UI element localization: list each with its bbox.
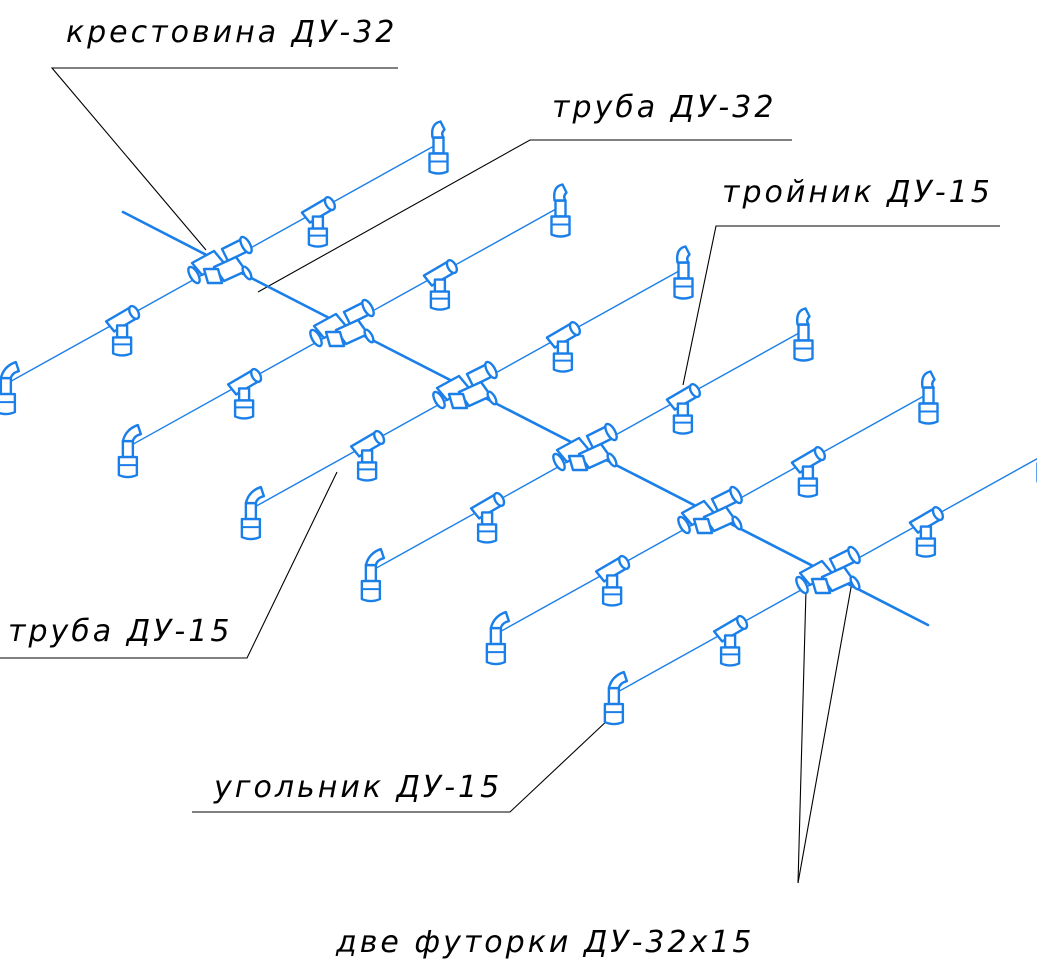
tee-up-6 [908,505,945,558]
tee-up-5 [790,445,827,498]
elbow-down-4 [360,547,386,603]
label-elbow: угольник ДУ-15 [213,770,502,805]
tee-up-4 [665,382,702,435]
tee-down-4 [469,491,506,544]
cross-2 [309,298,375,348]
cross-1 [187,235,253,285]
elbow-up-5 [918,370,939,425]
elbow-up-1 [428,120,449,175]
leader-lines [0,67,1000,884]
label-pipe32: труба ДУ-32 [552,90,776,125]
elbow-down-6 [603,670,629,726]
elbow-up-3 [673,245,694,300]
tee-down-1 [104,304,141,357]
tee-down-5 [594,554,631,607]
elbow-down-3 [240,485,266,541]
cross-5 [677,485,743,535]
leader-bushings-2 [797,581,853,884]
leader-cross [50,67,398,251]
cross-4 [552,422,618,472]
leader-bushings-1 [797,589,807,884]
label-bushings: две футорки ДУ-32х15 [335,925,755,960]
tee-down-6 [712,614,749,667]
tee-down-3 [349,429,386,482]
tee-up-1 [300,195,337,248]
elbow-down-5 [485,610,511,666]
elbow-down-2 [117,423,143,479]
tee-up-3 [545,320,582,373]
tee-up-2 [422,258,459,311]
elbow-down-1 [0,360,21,416]
label-tee: тройник ДУ-15 [722,175,993,210]
leader-tee [682,225,1000,386]
tee-down-2 [226,367,263,420]
cross-3 [432,360,498,410]
leader-pipe32 [257,139,792,293]
cross-6 [795,545,861,595]
labels: крестовина ДУ-32 труба ДУ-32 тройник ДУ-… [8,15,993,960]
label-pipe15: труба ДУ-15 [8,614,232,649]
label-cross: крестовина ДУ-32 [66,15,397,50]
elbow-up-4 [793,307,814,362]
elbow-up-2 [550,183,571,238]
fittings [0,120,1037,726]
leader-pipe15 [0,471,338,659]
leader-elbow [192,717,611,813]
